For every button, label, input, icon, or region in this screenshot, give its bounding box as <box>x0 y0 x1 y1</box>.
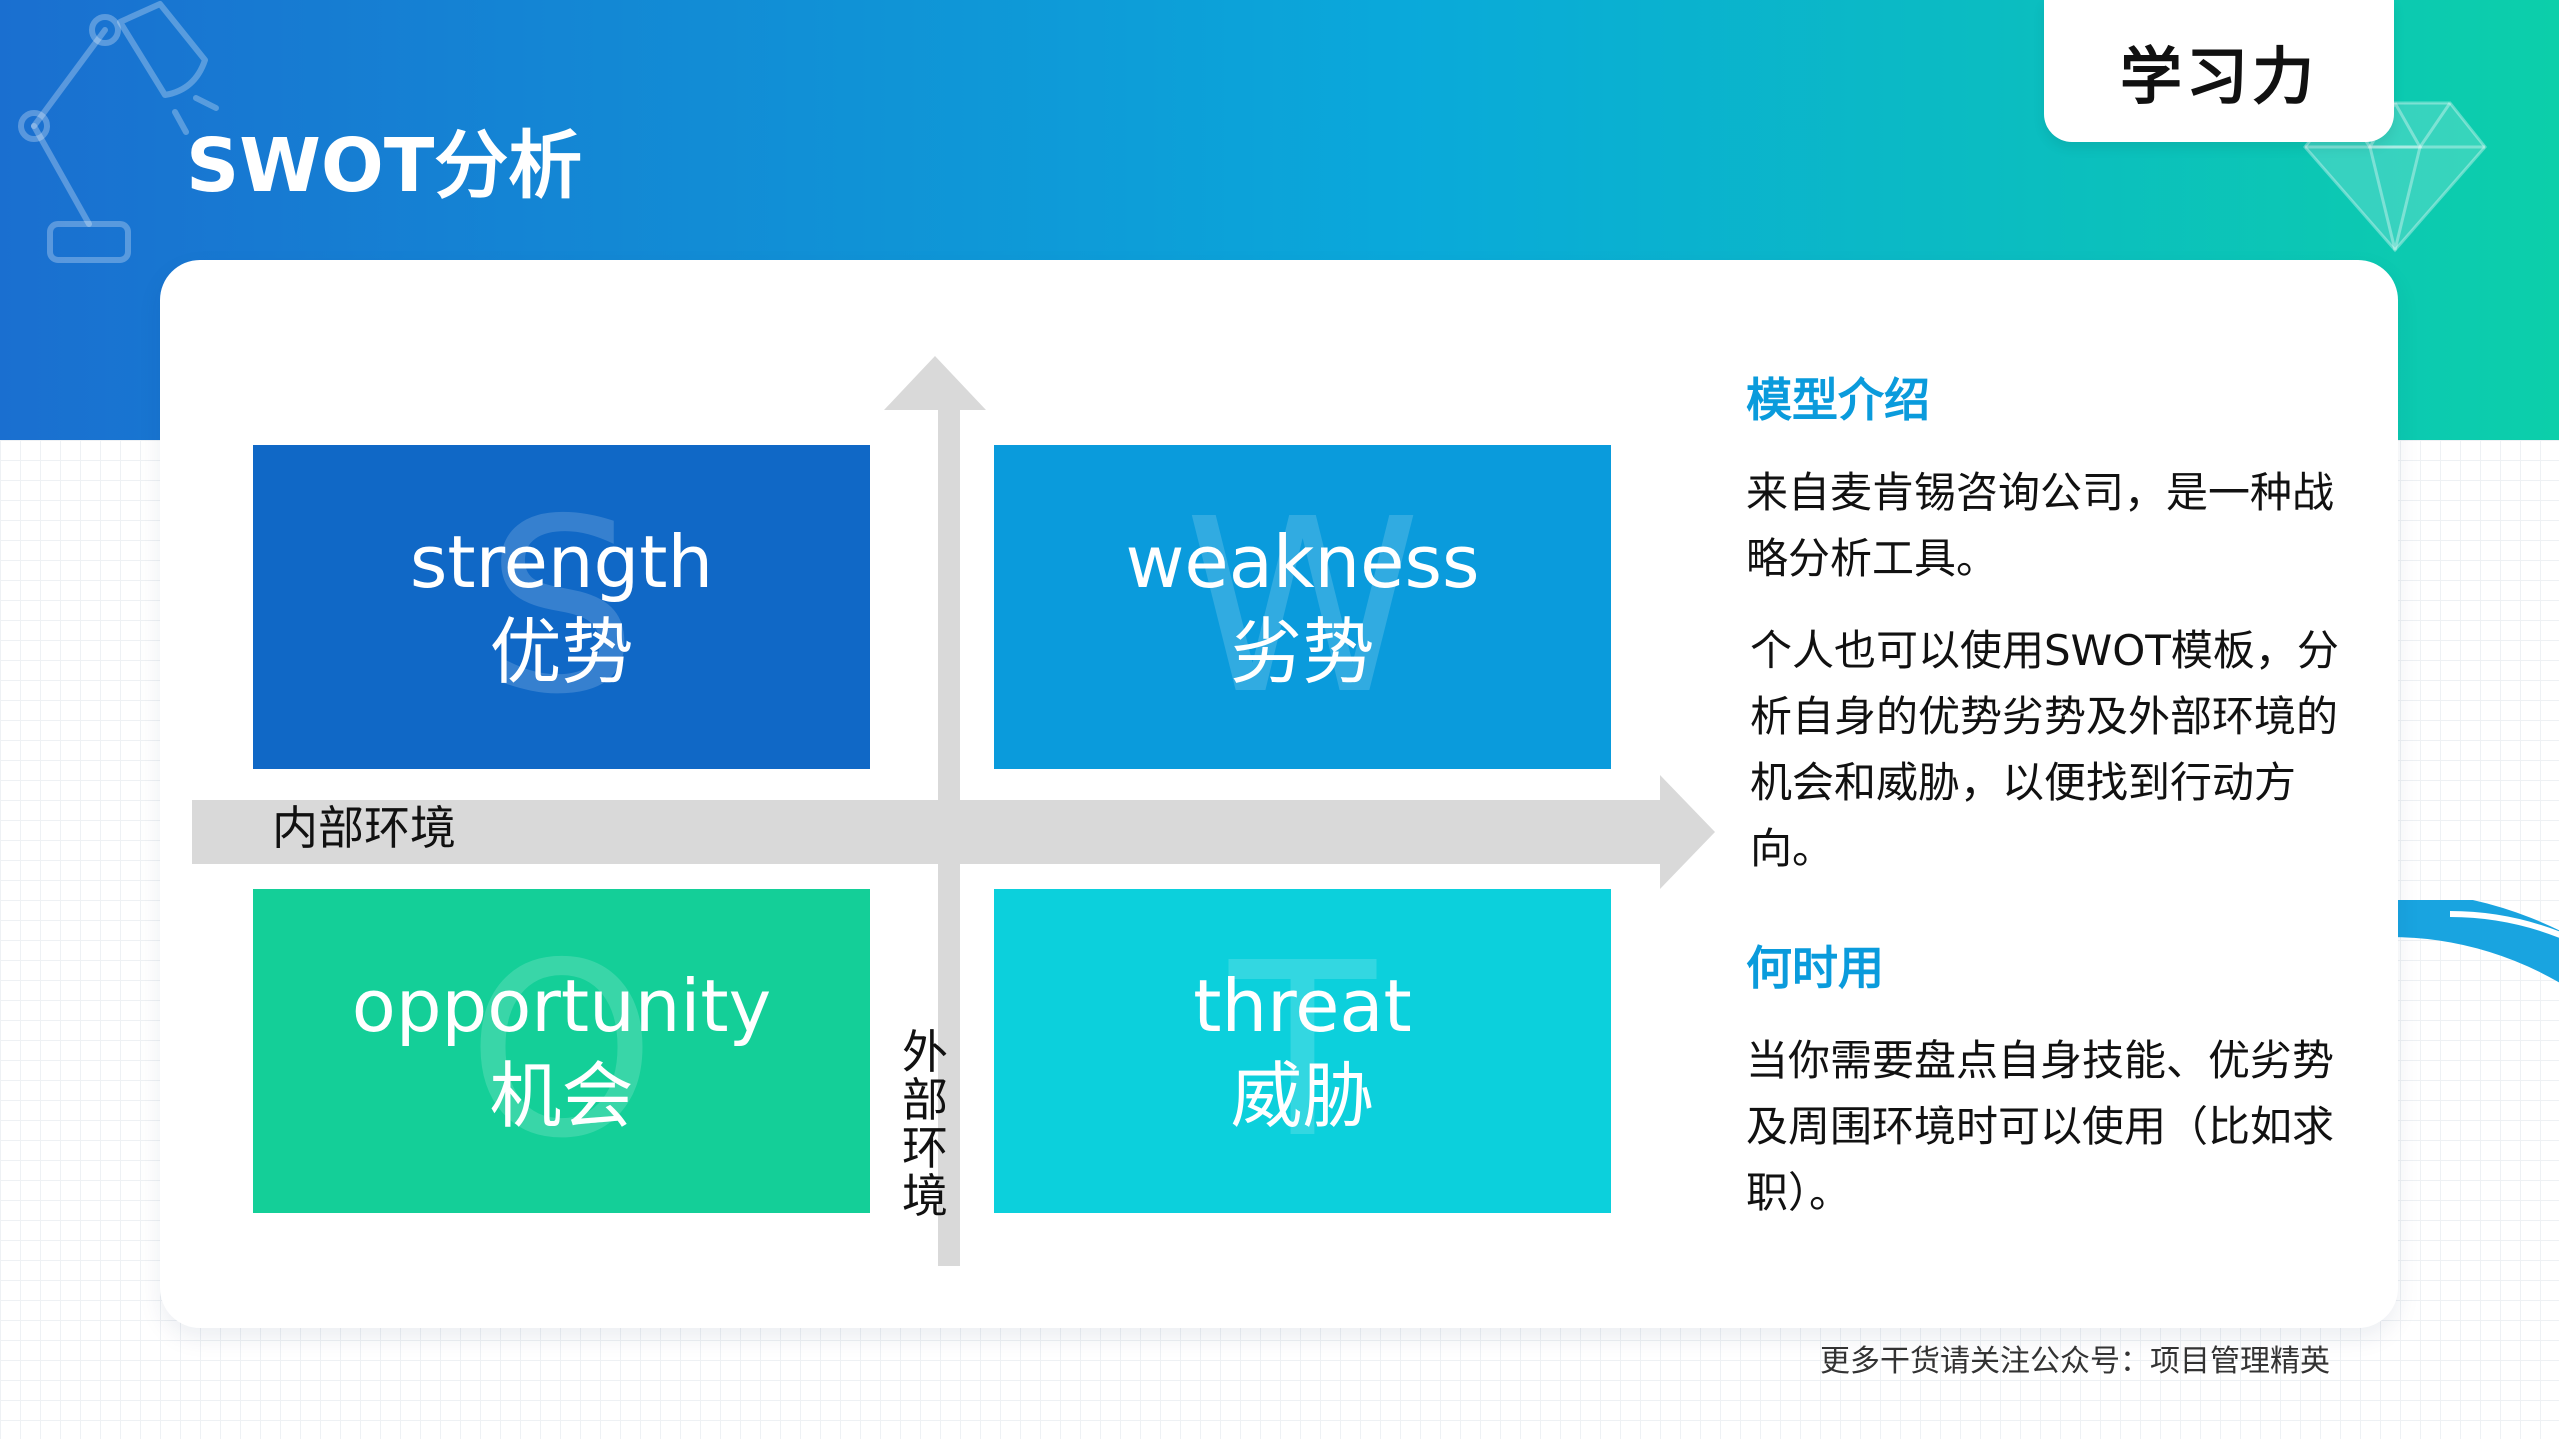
desk-lamp-icon <box>18 1 219 263</box>
opportunities-en-label: opportunity <box>351 964 772 1048</box>
weaknesses-watermark-letter: W <box>1183 467 1422 747</box>
when-to-use-heading: 何时用 <box>1746 941 1884 995</box>
page-title: SWOT分析 <box>186 123 583 209</box>
footer-note: 更多干货请关注公众号：项目管理精英 <box>1820 1344 2330 1379</box>
opportunities-watermark-letter: O <box>467 911 656 1191</box>
brand-label: 学习力 <box>2119 40 2318 113</box>
external-environment-label: 外部环境 <box>902 1025 948 1223</box>
strengths-cn-label: 优势 <box>489 610 634 694</box>
weaknesses-en-label: weakness <box>1125 520 1480 604</box>
internal-environment-label: 内部环境 <box>272 801 456 855</box>
weaknesses-cn-label: 劣势 <box>1230 610 1375 694</box>
strengths-en-label: strength <box>409 520 714 604</box>
brand-tab: 学习力 <box>2044 0 2394 142</box>
model-intro-paragraph-1: 来自麦肯锡咨询公司，是一种战略分析工具。 <box>1746 468 2335 583</box>
model-intro-heading: 模型介绍 <box>1746 373 1930 427</box>
strengths-watermark-letter: S <box>485 467 638 747</box>
axis-arrows <box>192 356 1715 1266</box>
threats-en-label: threat <box>1193 964 1412 1048</box>
weaknesses-quadrant: W weakness 劣势 <box>994 445 1611 769</box>
threats-cn-label: 威胁 <box>1230 1054 1375 1138</box>
threats-quadrant: T threat 威胁 <box>994 889 1611 1213</box>
strengths-quadrant: S strength 优势 <box>253 445 870 769</box>
swot-card: S strength 优势 W weakness 劣势 O opportunit… <box>160 260 2398 1328</box>
opportunities-cn-label: 机会 <box>489 1054 634 1138</box>
opportunities-quadrant: O opportunity 机会 <box>253 889 870 1213</box>
threats-watermark-letter: T <box>1229 911 1376 1191</box>
arc-decoration <box>2389 900 2559 983</box>
when-to-use-paragraph: 当你需要盘点自身技能、优劣势及周围环境时可以使用（比如求职）。 <box>1746 1036 2335 1217</box>
model-intro-paragraph-2: 个人也可以使用SWOT模板，分析自身的优势劣势及外部环境的机会和威胁，以便找到行… <box>1750 626 2339 873</box>
